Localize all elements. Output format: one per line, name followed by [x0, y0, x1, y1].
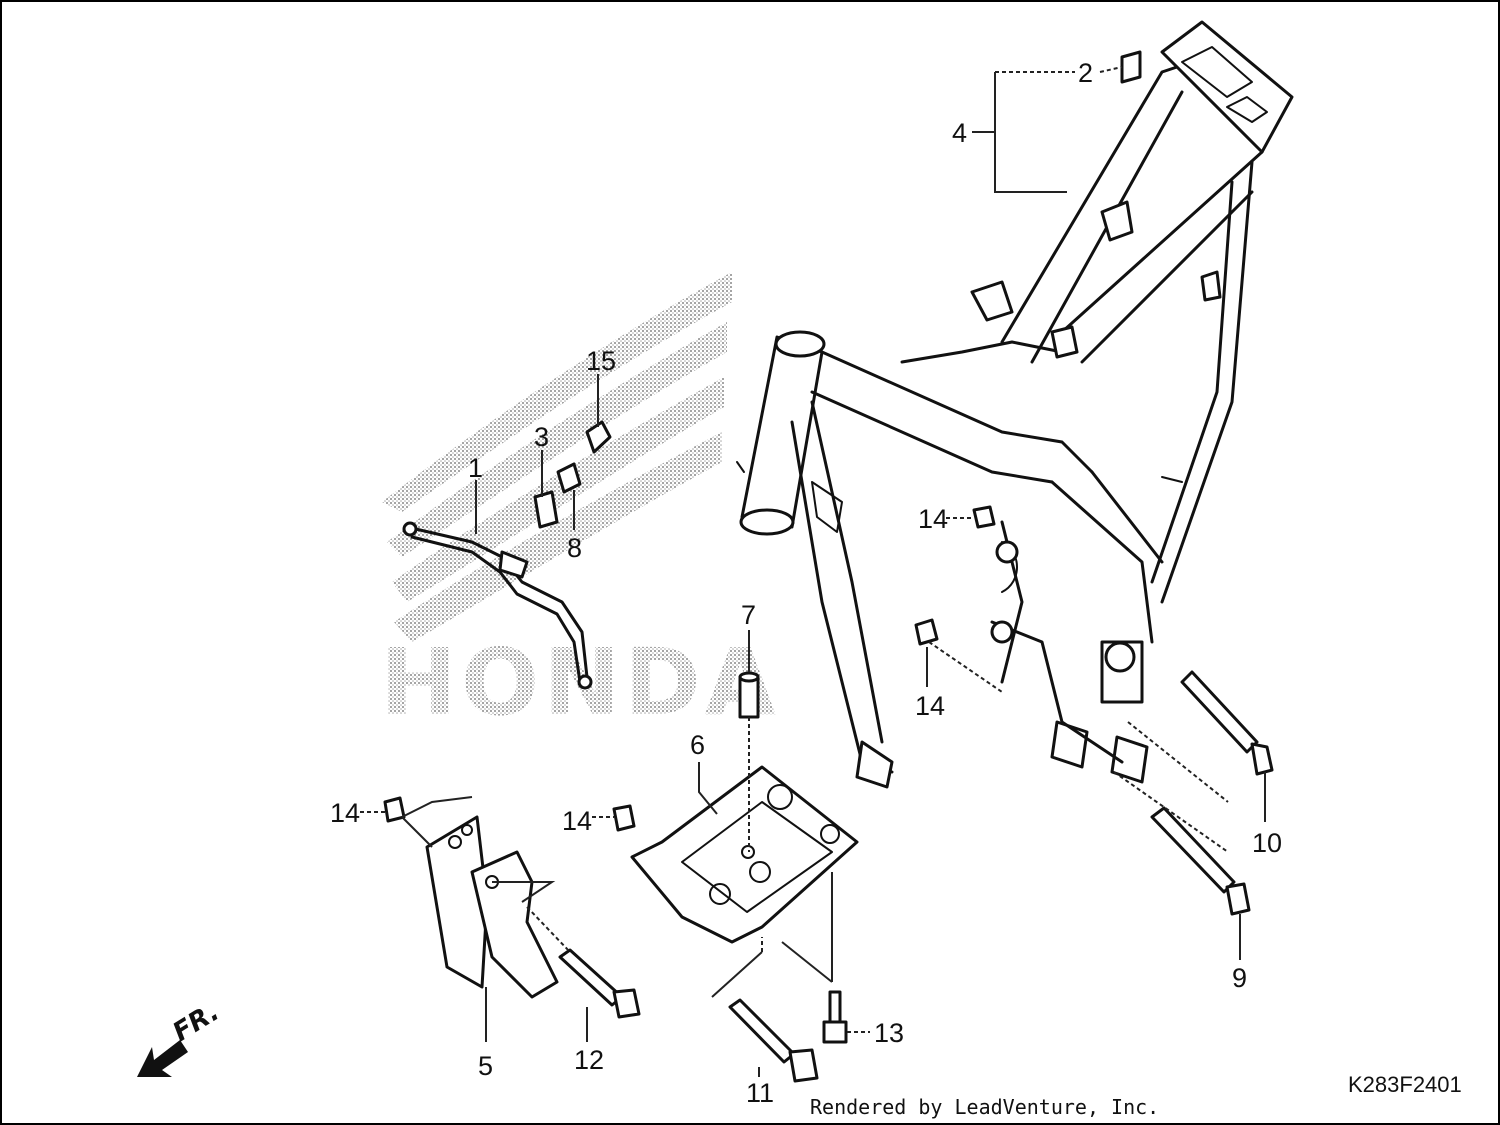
part-10-bolt	[1180, 670, 1274, 776]
part-1-rod	[402, 521, 593, 690]
callout-9: 9	[1232, 963, 1247, 993]
part-14-nut-a	[972, 505, 996, 529]
part-6-skid-plate	[630, 765, 859, 944]
callout-8: 8	[567, 533, 582, 563]
main-frame	[736, 20, 1294, 789]
part-13-bolt	[822, 990, 848, 1044]
part-8-clip	[556, 462, 582, 494]
part-14-nut-c	[383, 796, 406, 823]
callout-12: 12	[574, 1045, 604, 1075]
part-11-bolt	[728, 998, 819, 1083]
callout-11: 11	[746, 1078, 774, 1108]
callout-13: 13	[874, 1018, 904, 1048]
part-14-nut-d	[612, 804, 636, 832]
part-3-nut	[533, 490, 559, 529]
callout-5: 5	[478, 1051, 493, 1081]
callout-14-d: 14	[562, 806, 592, 836]
callout-14-b: 14	[915, 691, 945, 721]
honda-wing-watermark: HONDA	[380, 272, 776, 736]
part-2-plate	[1120, 50, 1142, 84]
diagram-code: K283F2401	[1348, 1072, 1462, 1097]
leader-lines	[360, 66, 1266, 1077]
part-14-nut-b	[914, 618, 939, 646]
front-direction-arrow: FR.	[137, 997, 225, 1077]
part-7-collar	[738, 675, 760, 719]
part-5-bracket	[425, 815, 559, 999]
callout-14-a: 14	[918, 504, 948, 534]
callout-10: 10	[1252, 828, 1282, 858]
part-9-bolt	[1150, 806, 1251, 916]
callout-3: 3	[534, 422, 549, 452]
fr-label: FR.	[168, 997, 225, 1048]
part-12-bolt	[558, 948, 641, 1019]
callout-1: 1	[468, 453, 483, 483]
callout-4: 4	[952, 118, 967, 148]
callout-14-c: 14	[330, 798, 360, 828]
callout-6: 6	[690, 730, 705, 760]
credit-line: Rendered by LeadVenture, Inc.	[810, 1095, 1160, 1119]
callout-15: 15	[586, 346, 616, 376]
callout-2: 2	[1078, 58, 1093, 88]
callout-7: 7	[741, 600, 756, 630]
